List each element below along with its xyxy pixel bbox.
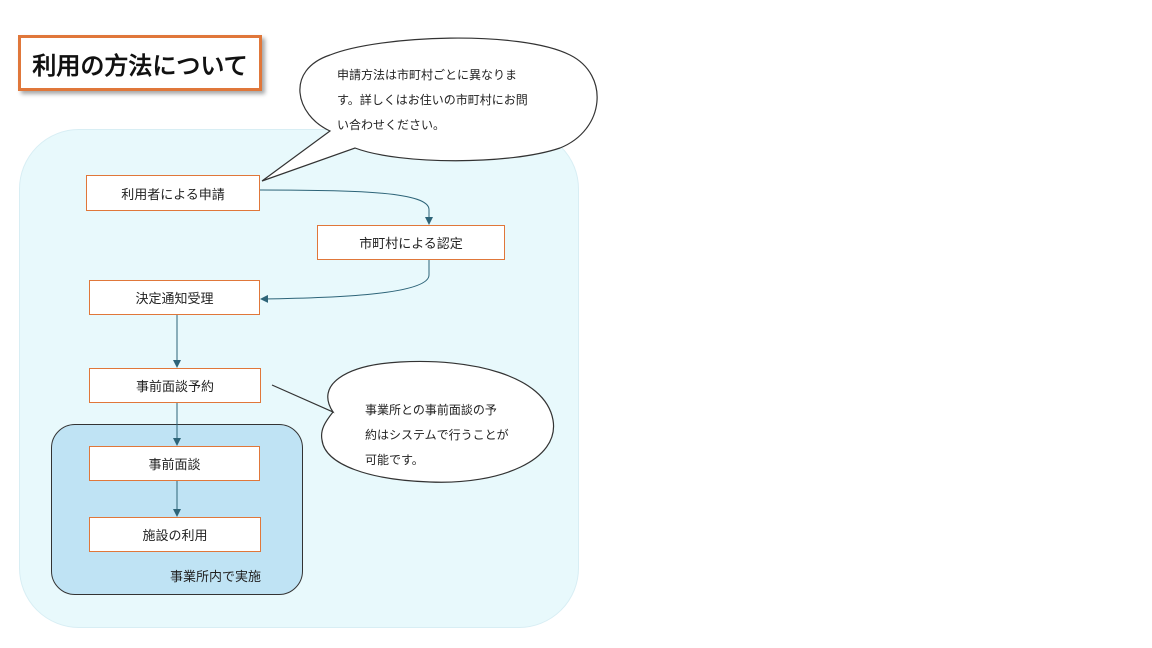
step-preliminary-meeting: 事前面談	[89, 446, 260, 481]
step-facility-use: 施設の利用	[89, 517, 261, 552]
callout-line: い合わせください。	[337, 118, 446, 132]
arrow-certify-to-notice	[260, 260, 430, 303]
callout-text-reservation: 事業所との事前面談の予 約はシステムで行うことが 可能です。	[365, 398, 525, 473]
callout-bubble-application	[261, 37, 598, 182]
callout-line: 可能です。	[365, 453, 424, 467]
callout-line: す。詳しくはお住いの市町村にお問	[337, 93, 528, 107]
callout-bubble-reservation	[271, 360, 555, 483]
step-municipal-certification: 市町村による認定	[317, 225, 505, 260]
arrow-apply-to-certify	[259, 189, 433, 225]
callout-line: 申請方法は市町村ごとに異なりま	[337, 68, 518, 82]
step-user-application: 利用者による申請	[86, 175, 260, 211]
step-decision-notice: 決定通知受理	[89, 280, 260, 315]
callout-line: 約はシステムで行うことが	[365, 428, 509, 442]
callout-text-application: 申請方法は市町村ごとに異なりま す。詳しくはお住いの市町村にお問 い合わせくださ…	[337, 63, 555, 138]
page-title: 利用の方法について	[18, 35, 262, 91]
callout-line: 事業所との事前面談の予	[365, 403, 497, 417]
step-meeting-reservation: 事前面談予約	[89, 368, 261, 403]
onsite-group-label: 事業所内で実施	[170, 570, 262, 585]
